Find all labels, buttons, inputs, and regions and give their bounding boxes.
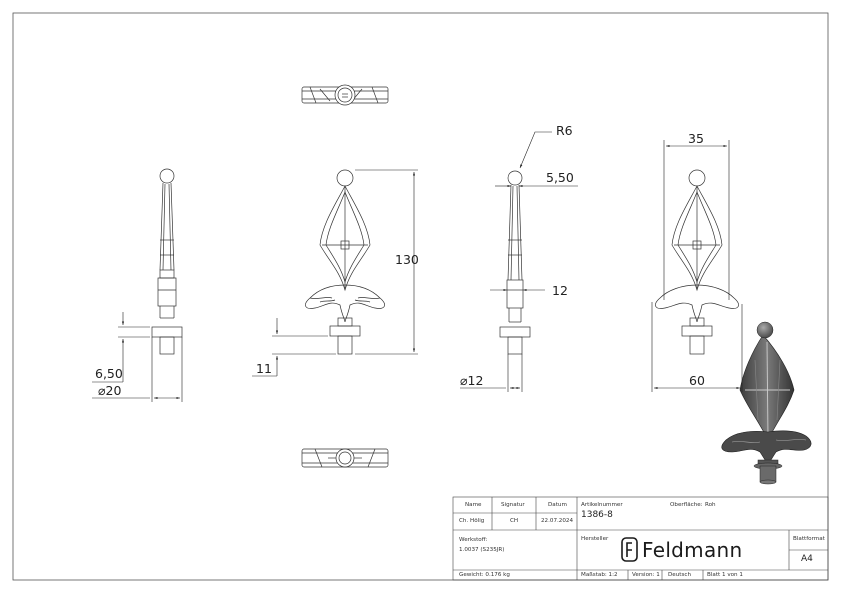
iso-render (721, 321, 812, 485)
gewicht: Gewicht: 0.176 kg (459, 572, 510, 578)
datum-value: 22.07.2024 (541, 518, 574, 524)
section-view (499, 170, 531, 355)
side-view-left (151, 168, 183, 355)
blatt: Blatt 1 von 1 (707, 572, 743, 578)
title-block-frame (452, 496, 829, 581)
front-view (305, 169, 385, 355)
massstab: Maßstab: 1:2 (581, 572, 618, 578)
dim-diameter-20: ⌀20 (98, 383, 122, 398)
sprache: Deutsch (668, 572, 692, 578)
dim-r6: R6 (556, 123, 573, 138)
dimension-lines (92, 131, 743, 402)
name-value: Ch. Hölig (459, 518, 485, 524)
dim-130: 130 (395, 252, 419, 267)
bottom-view (301, 448, 389, 468)
dim-60: 60 (689, 373, 705, 388)
werkstoff-value: 1.0037 (S235JR) (459, 547, 505, 553)
dim-35: 35 (688, 131, 704, 146)
top-view (301, 84, 389, 106)
dim-5-50: 5,50 (546, 170, 574, 185)
oberflaeche-label: Oberfläche: (670, 502, 703, 508)
artikelnummer-label: Artikelnummer (581, 502, 623, 508)
sheet-border (12, 12, 829, 581)
dim-12: 12 (552, 283, 568, 298)
oberflaeche-value: Roh (705, 502, 716, 508)
werkstoff-label: Werkstoff: (459, 537, 488, 543)
dim-6-50: 6,50 (95, 366, 123, 381)
blattformat-value: A4 (801, 554, 813, 564)
dim-diameter-12: ⌀12 (460, 373, 484, 388)
hersteller-label: Hersteller (581, 536, 609, 542)
feldmann-logo-icon (621, 537, 638, 562)
brand-name: Feldmann (642, 538, 743, 562)
datum-label: Datum (548, 502, 567, 508)
signatur-value: CH (510, 518, 519, 524)
name-label: Name (465, 502, 482, 508)
artikelnummer-value: 1386-8 (581, 510, 613, 520)
blattformat-label: Blattformat (793, 536, 825, 542)
version: Version: 1 (632, 572, 660, 578)
right-view (655, 169, 739, 355)
signatur-label: Signatur (501, 502, 525, 508)
dim-11: 11 (256, 361, 272, 376)
